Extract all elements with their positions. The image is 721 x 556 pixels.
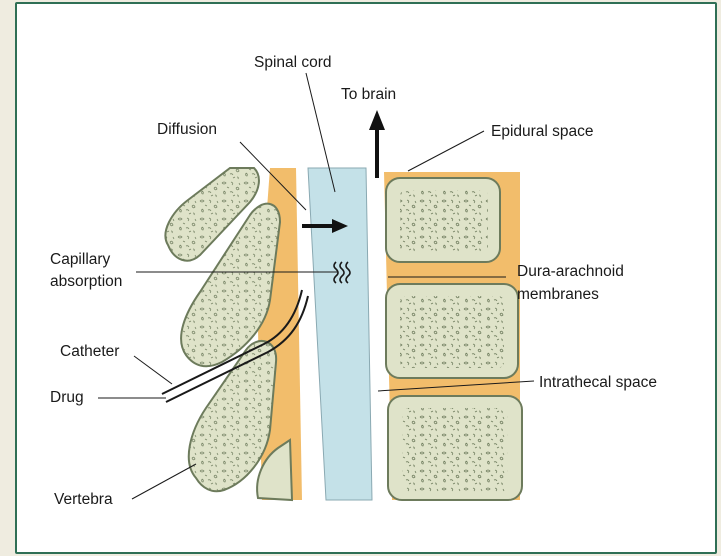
label-diffusion: Diffusion — [157, 121, 217, 138]
label-absorption: absorption — [50, 273, 122, 290]
spinal-cord — [308, 168, 372, 500]
label-spinal-cord: Spinal cord — [254, 54, 332, 71]
vertebral-body-1 — [386, 178, 500, 262]
posterior-elements — [165, 168, 302, 500]
label-drug: Drug — [50, 389, 84, 406]
label-capillary: Capillary — [50, 251, 111, 268]
label-epidural-space: Epidural space — [491, 123, 594, 140]
label-membranes: membranes — [517, 286, 599, 303]
label-catheter: Catheter — [60, 343, 119, 360]
label-vertebra: Vertebra — [54, 491, 113, 508]
label-to-brain: To brain — [341, 86, 396, 103]
vertebral-body-3 — [388, 396, 522, 500]
label-dura-arachnoid: Dura-arachnoid — [517, 263, 624, 280]
vertebral-bodies — [384, 172, 522, 500]
label-intrathecal-space: Intrathecal space — [539, 374, 657, 391]
to-brain-arrow — [369, 110, 385, 178]
vertebral-body-2 — [386, 284, 518, 378]
